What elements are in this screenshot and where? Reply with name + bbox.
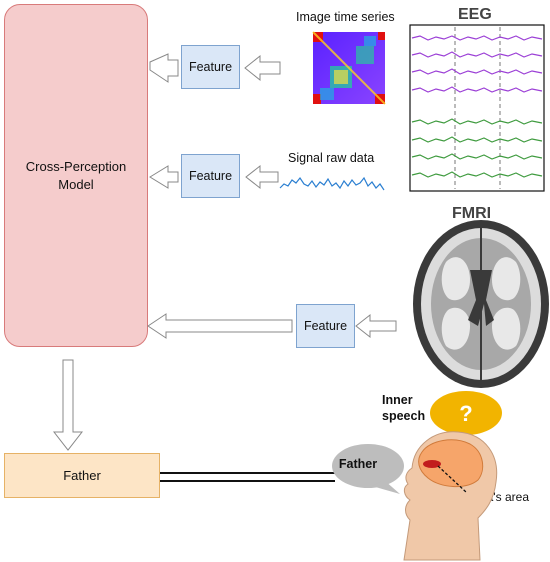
- eeg-title: EEG: [458, 6, 492, 23]
- output-label: Father: [63, 468, 101, 483]
- arrow-feature-to-model-1: [149, 53, 179, 83]
- question-mark-text: ?: [459, 401, 472, 426]
- output-father-box: Father: [4, 453, 160, 498]
- inner-speech-label: Inner speech: [382, 393, 426, 423]
- cross-perception-model-box: Cross-Perception Model: [4, 4, 148, 347]
- fmri-title: FMRI: [452, 205, 492, 222]
- feature-box-fmri: Feature: [296, 304, 355, 348]
- eeg-panel: [409, 24, 545, 192]
- arrow-feature-to-model-3: [147, 313, 293, 339]
- head-silhouette-icon: [403, 431, 498, 561]
- arrow-image-to-feature: [244, 54, 281, 82]
- feature-label: Feature: [303, 319, 348, 333]
- signal-waveform: [279, 176, 385, 191]
- feature-box-signal: Feature: [181, 154, 240, 198]
- arrow-model-to-output: [52, 359, 84, 451]
- arrow-feature-to-model-2: [149, 165, 179, 189]
- brocas-area-highlight: [423, 460, 441, 468]
- spoken-word-text: Father: [339, 457, 377, 471]
- fmri-brain-image: [413, 220, 549, 388]
- feature-box-image: Feature: [181, 45, 240, 89]
- image-heatmap-icon: [312, 31, 386, 105]
- spoken-word-bubble: [332, 444, 404, 494]
- signal-raw-data-label: Signal raw data: [288, 151, 375, 165]
- feature-label: Feature: [188, 60, 233, 74]
- image-time-series-label: Image time series: [296, 10, 395, 24]
- arrow-signal-to-feature: [245, 164, 279, 190]
- arrow-fmri-to-feature: [355, 313, 397, 339]
- model-label: Cross-Perception Model: [25, 158, 127, 192]
- feature-label: Feature: [188, 169, 233, 183]
